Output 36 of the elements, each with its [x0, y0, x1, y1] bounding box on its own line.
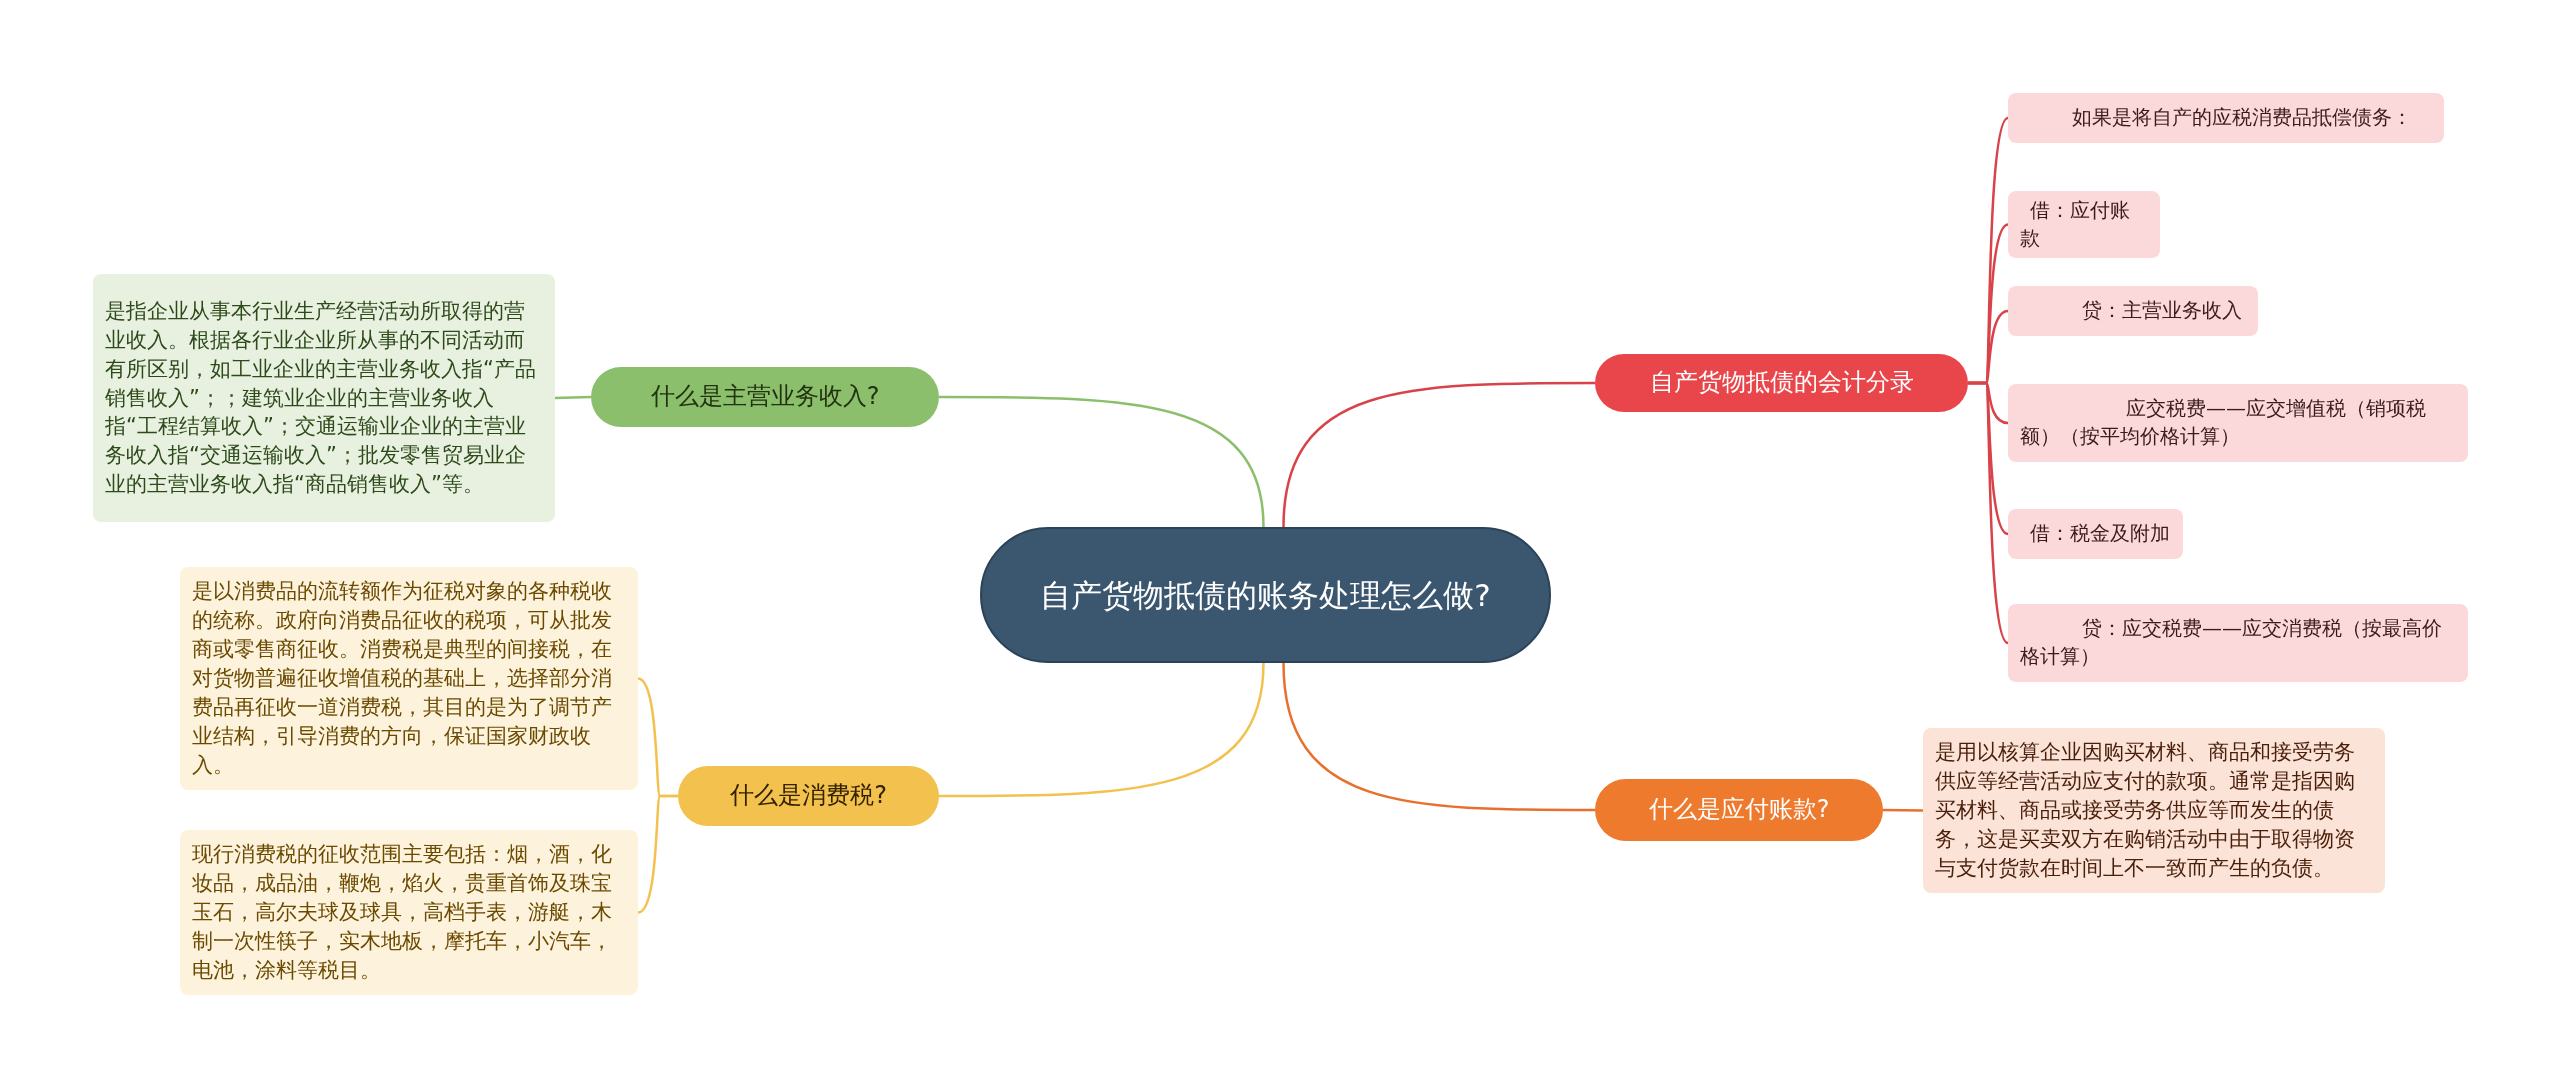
branch-topic [678, 766, 939, 826]
connector-line [1282, 662, 1595, 812]
connector-line [1968, 381, 2009, 644]
note-card [180, 567, 638, 790]
note-text: 是用以核算企业因购买材料、商品和接受劳务供应等经营活动应支付的款项。通常是指因购买材料、商品或接受劳务供应等而发生的债务，这是买卖双方在购销活动中由于取得物资与支付货款在时间上不一致而产生的负债。 [1935, 739, 2356, 882]
note-card [2008, 191, 2160, 259]
note-card [2008, 509, 2183, 559]
note-text: 借：应付账款 [2020, 197, 2131, 252]
connector-line [939, 395, 1265, 528]
note-text: 应交税费——应交增值税（销项税额）（按平均价格计算） [2020, 395, 2427, 450]
note-card [2008, 604, 2468, 682]
note-text: 贷：应交税费——应交消费税（按最高价格计算） [2020, 615, 2443, 670]
note-card [93, 274, 555, 522]
topic-label: 什么是应付账款? [1648, 794, 1830, 826]
topic-label: 自产货物抵债的会计分录 [1649, 367, 1914, 399]
note-card [2008, 93, 2444, 143]
note-text: 借：税金及附加 [2029, 520, 2170, 548]
connector-line [939, 662, 1265, 798]
note-text: 如果是将自产的应税消费品抵偿债务： [2071, 104, 2412, 132]
connector-line [1282, 381, 1595, 528]
connector-line [637, 794, 678, 914]
branch-topic [1595, 354, 1968, 412]
note-text: 现行消费税的征收范围主要包括：烟，酒，化妆品，成品油，鞭炮，焰火，贵重首饰及珠宝玉石，高尔夫球及球具，高档手表，游艇，木制一次性筷子，实木地板，摩托车，小汽车，电池，涂料等税目。 [192, 841, 613, 984]
branch-topic [591, 367, 939, 427]
note-text: 是指企业从事本行业生产经营活动所取得的营业收入。根据各行业企业所从事的不同活动而有所区别，如工业企业的主营业务收入指“产品销售收入”；；建筑业企业的主营业务收入指“工程结算收入”；交通运输业企业的主营业务收入指“交通运输收入”；批发零售贸易业企业的主营业务收入指“商品销售收入”等。 [105, 297, 537, 499]
connector-line [554, 395, 592, 400]
topic-label: 自产货物抵债的账务处理怎么做? [1040, 575, 1491, 615]
note-card [2008, 384, 2468, 462]
note-card [1923, 728, 2385, 893]
topic-label: 什么是主营业务收入? [650, 381, 880, 413]
note-card [180, 830, 638, 995]
topic-label: 什么是消费税? [730, 780, 887, 812]
note-card [2008, 286, 2258, 336]
note-text: 贷：主营业务收入 [2081, 297, 2242, 325]
connector-line [1883, 808, 1923, 812]
note-text: 是以消费品的流转额作为征税对象的各种税收的统称。政府向消费品征收的税项，可从批发商或零售商征收。消费税是典型的间接税，在对货物普遍征收增值税的基础上，选择部分消费品再征收一道消费税，其目的是为了调节产业结构，引导消费的方向，保证国家财政收入。 [192, 578, 613, 779]
